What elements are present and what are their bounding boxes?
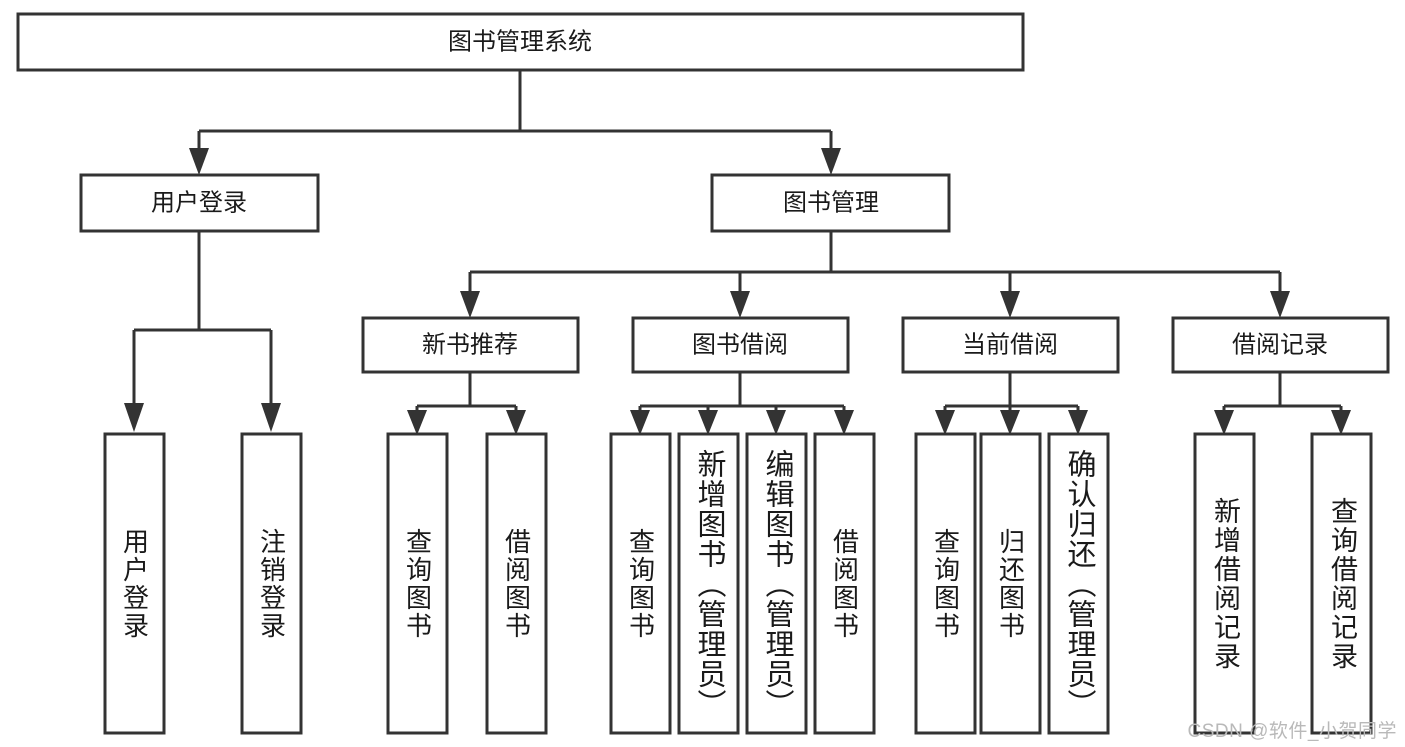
connector-book-borrow-to-leaves xyxy=(630,372,854,435)
leaf-box-cb-return-book[interactable] xyxy=(979,432,1042,735)
leaf-box-nb-borrow-book[interactable] xyxy=(485,432,548,735)
node-book-borrow[interactable]: 图书借阅 xyxy=(631,316,850,374)
book-borrow-box[interactable] xyxy=(631,316,850,374)
connector-root-to-level2 xyxy=(189,70,841,175)
root-box[interactable] xyxy=(16,12,1025,72)
arrowhead-cb-2 xyxy=(1000,410,1020,435)
user-login-label: 用户登录 xyxy=(151,189,247,216)
leaf-box-cb-confirm-return[interactable] xyxy=(1047,432,1110,735)
current-borrow-label: 当前借阅 xyxy=(962,331,1058,358)
arrowhead-bb-3 xyxy=(766,410,786,435)
node-root[interactable]: 图书管理系统 xyxy=(16,12,1025,72)
book-management-box[interactable] xyxy=(710,173,951,233)
node-borrow-record[interactable]: 借阅记录 xyxy=(1171,316,1390,374)
leaf-box-bb-edit-book[interactable] xyxy=(745,432,808,735)
arrowhead-user-login xyxy=(189,148,209,175)
node-current-borrow[interactable]: 当前借阅 xyxy=(901,316,1120,374)
current-borrow-box[interactable] xyxy=(901,316,1120,374)
borrow-record-box[interactable] xyxy=(1171,316,1390,374)
arrowhead-leaf-user-login xyxy=(124,403,144,432)
arrowhead-cb-3 xyxy=(1068,410,1088,435)
leaf-box-user-login[interactable] xyxy=(103,432,166,735)
arrowhead-br-2 xyxy=(1331,410,1351,435)
leaf-box-bb-add-book[interactable] xyxy=(677,432,740,735)
leaf-box-nb-query-book[interactable] xyxy=(386,432,449,735)
leaf-box-cb-query-book[interactable] xyxy=(914,432,977,735)
node-new-book-recommend[interactable]: 新书推荐 xyxy=(361,316,580,374)
arrowhead-current-borrow xyxy=(1000,291,1020,318)
arrowhead-bb-1 xyxy=(630,410,650,435)
arrowhead-new-book xyxy=(460,291,480,318)
leaf-box-bb-query-book[interactable] xyxy=(609,432,672,735)
leaf-box-logout[interactable] xyxy=(240,432,303,735)
book-management-label: 图书管理 xyxy=(783,189,879,216)
connector-borrow-record-to-leaves xyxy=(1214,372,1351,435)
arrowhead-bb-4 xyxy=(834,410,854,435)
leaf-box-br-add-record[interactable] xyxy=(1193,432,1256,735)
connector-user-login-to-leaves xyxy=(124,231,281,432)
arrowhead-br-1 xyxy=(1214,410,1234,435)
arrowhead-nb-2 xyxy=(506,410,526,435)
arrowhead-cb-1 xyxy=(935,410,955,435)
new-book-recommend-box[interactable] xyxy=(361,316,580,374)
arrowhead-book-mgmt xyxy=(821,148,841,175)
borrow-record-label: 借阅记录 xyxy=(1232,331,1328,358)
connector-current-borrow-to-leaves xyxy=(935,372,1088,435)
leaf-box-br-query-record[interactable] xyxy=(1310,432,1373,735)
connector-new-book-to-leaves xyxy=(407,372,526,435)
arrowhead-nb-1 xyxy=(407,410,427,435)
node-book-management[interactable]: 图书管理 xyxy=(710,173,951,233)
new-book-recommend-label: 新书推荐 xyxy=(422,331,518,358)
leaf-box-bb-borrow-book[interactable] xyxy=(813,432,876,735)
csdn-watermark: CSDN @软件_小贺同学 xyxy=(1187,721,1397,742)
root-label: 图书管理系统 xyxy=(448,28,592,55)
arrowhead-book-borrow xyxy=(730,291,750,318)
book-borrow-label: 图书借阅 xyxy=(692,331,788,358)
connector-book-management-to-level3 xyxy=(460,231,1290,318)
arrowhead-bb-2 xyxy=(698,410,718,435)
node-user-login[interactable]: 用户登录 xyxy=(79,173,320,233)
arrowhead-leaf-logout xyxy=(261,403,281,432)
arrowhead-borrow-record xyxy=(1270,291,1290,318)
